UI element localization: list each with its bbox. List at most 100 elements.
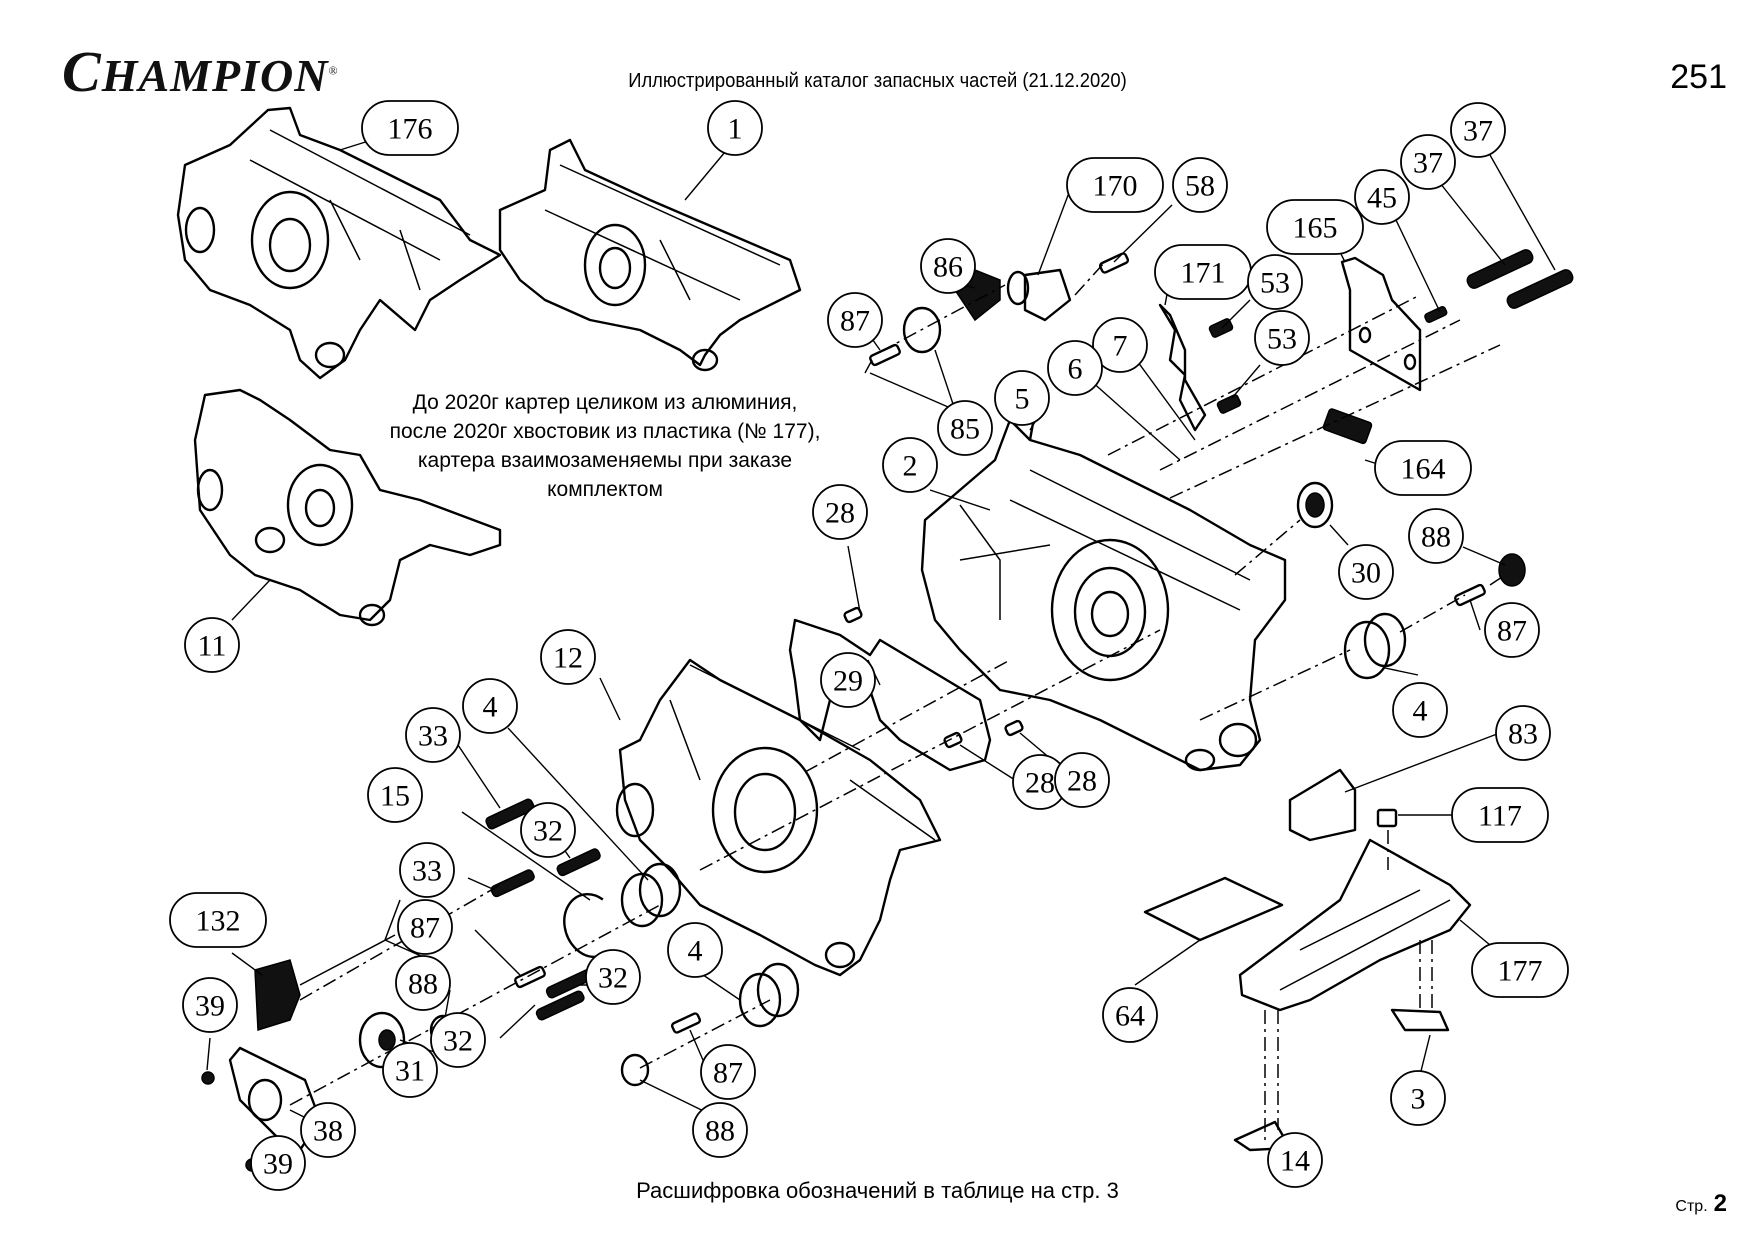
callout-circle [937,400,993,456]
callout-circle [1400,134,1456,190]
registered-mark: ® [328,63,339,78]
note-line: картера взаимозаменяемы при заказе [417,449,793,472]
callout-11: 11 [184,617,240,673]
callout-number: 14 [1280,1145,1310,1178]
callout-number: 2 [903,450,918,483]
legend-reference-note: Расшифровка обозначений в таблице на стр… [636,1178,1119,1203]
callout-circle [1354,169,1410,225]
callout-86: 86 [920,238,976,294]
callout-164: 164 [1374,440,1472,496]
callout-64: 64 [1102,987,1158,1043]
callout-circle [250,1135,306,1191]
callout-4: 4 [667,922,723,978]
callout-number: 37 [1463,115,1493,148]
callout-4: 4 [1392,682,1448,738]
callout-37: 37 [1450,102,1506,158]
callout-circle [1254,310,1310,366]
callout-38: 38 [300,1102,356,1158]
callout-circle [1495,705,1551,761]
callout-number: 4 [688,935,703,968]
callout-number: 37 [1413,147,1443,180]
callout-circle [1392,682,1448,738]
callout-number: 32 [598,962,628,995]
callout-number: 38 [313,1115,343,1148]
callout-2: 2 [882,437,938,493]
callout-circle [820,652,876,708]
callout-number: 28 [825,497,855,530]
callout-number: 5 [1015,383,1030,416]
callout-circle [1172,157,1228,213]
callout-number: 64 [1115,1000,1145,1033]
callout-number: 87 [1497,615,1527,648]
callout-circle [667,922,723,978]
callout-170: 170 [1066,157,1164,213]
callout-14: 14 [1267,1132,1323,1188]
callout-circle [300,1102,356,1158]
callout-31: 31 [382,1042,438,1098]
callout-circle [1102,987,1158,1043]
callout-number: 4 [1413,695,1428,728]
callout-circle [707,100,763,156]
callout-circle [827,292,883,348]
callout-oval [1066,157,1164,213]
callout-177: 177 [1471,942,1569,998]
callout-87: 87 [1484,602,1540,658]
callout-number: 28 [1067,765,1097,798]
callout-circle [399,842,455,898]
callout-12: 12 [540,629,596,685]
callout-number: 88 [408,968,438,1001]
crankcase-11 [193,388,502,627]
callout-oval [1451,787,1549,843]
callout-33: 33 [405,707,461,763]
callout-number: 1 [728,113,743,146]
page-label: Стр. [1675,1198,1708,1215]
callout-32: 32 [430,1012,486,1068]
callout-circle [397,899,453,955]
callout-number: 171 [1181,257,1226,290]
callout-number: 45 [1367,182,1397,215]
crankcase-note: До 2020г картер целиком из алюминия, пос… [370,388,840,504]
crankcase-176 [176,106,502,380]
callout-number: 3 [1411,1083,1426,1116]
callout-circle [1484,602,1540,658]
callout-45: 45 [1354,169,1410,225]
callout-88: 88 [692,1102,748,1158]
callout-7: 7 [1092,317,1148,373]
callout-circle [540,629,596,685]
page-value: 2 [1713,1190,1727,1217]
callout-number: 29 [833,665,863,698]
callout-number: 28 [1025,767,1055,800]
callout-28: 28 [812,484,868,540]
callout-number: 30 [1351,557,1381,590]
callout-number: 88 [705,1115,735,1148]
crankcase-half-2 [920,398,1287,772]
callout-1: 1 [707,100,763,156]
callout-117: 117 [1451,787,1549,843]
callout-87: 87 [397,899,453,955]
catalog-title: Иллюстрированный каталог запасных частей… [628,70,1127,92]
callout-number: 85 [950,413,980,446]
callout-28: 28 [1054,752,1110,808]
callout-circle [382,1042,438,1098]
dowel-pins-28 [843,606,1024,749]
callout-37: 37 [1400,134,1456,190]
callout-oval [169,892,267,948]
callout-number: 39 [195,990,225,1023]
callout-oval [361,100,459,156]
callout-circle [367,767,423,823]
callout-number: 32 [443,1025,473,1058]
callout-circle [462,678,518,734]
gasket-29 [788,618,992,772]
callout-171: 171 [1154,244,1252,300]
callout-circle [812,484,868,540]
callout-oval [1374,440,1472,496]
callout-circle [692,1102,748,1158]
callout-number: 87 [410,912,440,945]
callout-circle [1247,254,1303,310]
callout-circle [520,802,576,858]
callout-32: 32 [585,949,641,1005]
callout-53: 53 [1254,310,1310,366]
callout-circle [430,1012,486,1068]
callout-number: 86 [933,251,963,284]
